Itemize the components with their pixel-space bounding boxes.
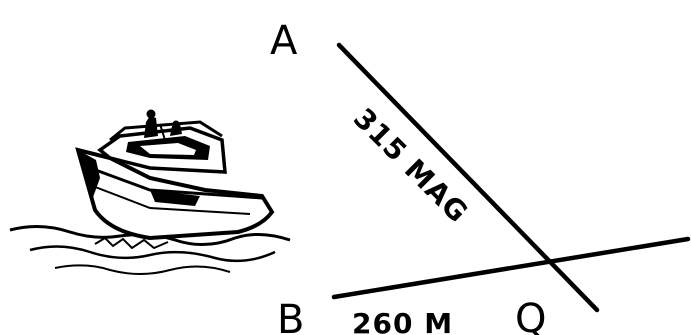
- bearing-line-aq: [336, 42, 600, 313]
- bearing-line-bq: [331, 236, 691, 300]
- bearing-label-bq: 260 M: [352, 307, 453, 335]
- point-a-label: A: [270, 18, 298, 64]
- point-b-label: B: [277, 297, 304, 335]
- point-q-label: Q: [515, 296, 546, 335]
- motorboat-icon: [9, 109, 291, 275]
